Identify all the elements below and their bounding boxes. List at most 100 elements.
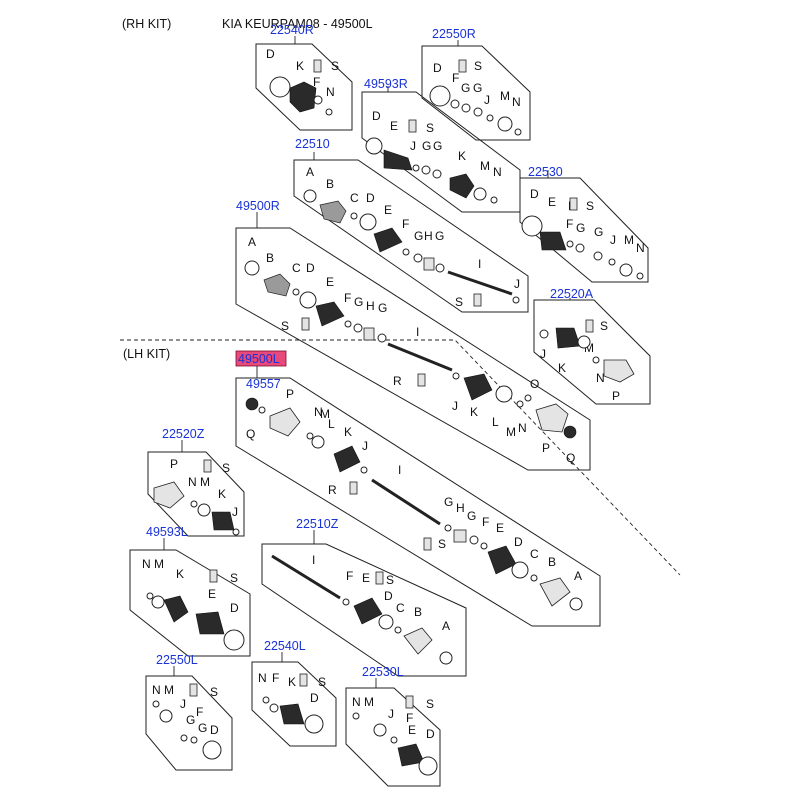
svg-text:S: S <box>230 571 238 585</box>
kit-49500l[interactable]: 49500L <box>235 350 287 378</box>
part-number[interactable]: 22510 <box>295 137 330 151</box>
part-number[interactable]: 22540R <box>270 23 314 37</box>
svg-text:B: B <box>548 555 556 569</box>
part-number[interactable]: 49593R <box>364 77 408 91</box>
panel-outline <box>421 45 531 141</box>
svg-text:H: H <box>424 229 433 243</box>
svg-text:D: D <box>230 601 239 615</box>
svg-text:J: J <box>362 439 368 453</box>
svg-text:E: E <box>208 587 216 601</box>
kit-22510[interactable]: 22510 A B C D E F G H G I J S <box>293 137 529 313</box>
panel-outline <box>145 675 233 771</box>
svg-text:S: S <box>386 573 394 587</box>
panel-outline <box>533 299 651 405</box>
svg-text:E: E <box>496 521 504 535</box>
svg-text:D: D <box>384 589 393 603</box>
svg-text:K: K <box>218 487 226 501</box>
part-number[interactable]: 22530L <box>362 665 404 679</box>
part-number[interactable]: 22540L <box>264 639 306 653</box>
part-number[interactable]: 22520A <box>550 287 594 301</box>
svg-text:B: B <box>326 177 334 191</box>
svg-text:C: C <box>350 191 359 205</box>
svg-text:M: M <box>200 475 210 489</box>
svg-text:I: I <box>398 463 401 477</box>
panel-outline <box>147 451 245 537</box>
svg-text:F: F <box>196 705 203 719</box>
svg-text:E: E <box>326 275 334 289</box>
kit-22530l[interactable]: 22530L N M S J F E D <box>345 665 441 787</box>
svg-text:G: G <box>354 295 363 309</box>
svg-text:G: G <box>198 721 207 735</box>
svg-text:N: N <box>188 475 197 489</box>
svg-text:K: K <box>558 361 566 375</box>
svg-text:S: S <box>281 319 289 333</box>
svg-text:E: E <box>390 119 398 133</box>
svg-text:S: S <box>600 319 608 333</box>
svg-text:D: D <box>306 261 315 275</box>
svg-text:G: G <box>433 139 442 153</box>
svg-text:N: N <box>512 95 521 109</box>
lh-kit-title: (LH KIT) <box>123 347 170 361</box>
panel-outline <box>255 43 353 131</box>
svg-text:I: I <box>478 257 481 271</box>
part-number[interactable]: 22550R <box>432 27 476 41</box>
kit-22520a[interactable]: 22520A J K M N P S <box>533 287 651 405</box>
svg-text:A: A <box>248 235 256 249</box>
svg-text:C: C <box>396 601 405 615</box>
svg-text:D: D <box>266 47 275 61</box>
part-number[interactable]: 49593L <box>146 525 188 539</box>
part-number[interactable]: 22550L <box>156 653 198 667</box>
kit-22550r[interactable]: 22550R D F G G J M N S <box>421 27 531 141</box>
part-number[interactable]: 22510Z <box>296 517 339 531</box>
panel-outline <box>235 377 601 627</box>
svg-text:J: J <box>388 707 394 721</box>
svg-text:N: N <box>326 85 335 99</box>
kit-22530[interactable]: 22530 D E F S F G G J M N <box>519 165 649 283</box>
svg-text:J: J <box>410 139 416 153</box>
svg-text:M: M <box>364 695 374 709</box>
kit-49593l[interactable]: 49593L N M K S E D <box>129 525 251 657</box>
part-number[interactable]: 49500R <box>236 199 280 213</box>
kit-22510z[interactable]: 22510Z I F E S D C B A <box>261 517 467 677</box>
kit-22550l[interactable]: 22550L N M S J F G G D <box>145 653 233 771</box>
svg-text:G: G <box>435 229 444 243</box>
svg-text:P: P <box>286 387 294 401</box>
svg-text:M: M <box>506 425 516 439</box>
highlight-box <box>235 350 287 367</box>
svg-text:F: F <box>482 515 489 529</box>
svg-text:G: G <box>467 509 476 523</box>
part-number[interactable]: 22520Z <box>162 427 205 441</box>
svg-text:F: F <box>402 217 409 231</box>
svg-text:D: D <box>530 187 539 201</box>
svg-text:E: E <box>362 571 370 585</box>
svg-text:N: N <box>518 421 527 435</box>
svg-text:O: O <box>530 377 539 391</box>
part-number[interactable]: 22530 <box>528 165 563 179</box>
part-number[interactable]: 49557 <box>246 377 281 391</box>
svg-text:S: S <box>210 685 218 699</box>
kit-22520z[interactable]: 22520Z P S N M K J <box>147 427 245 537</box>
svg-text:M: M <box>500 89 510 103</box>
kit-49557[interactable]: 49557 Q P N M L K J I R G H G F E D C B … <box>235 377 601 627</box>
svg-text:K: K <box>458 149 466 163</box>
svg-text:S: S <box>222 461 230 475</box>
kit-49593r[interactable]: 49593R D E F S J G G K M N <box>361 77 521 213</box>
svg-text:M: M <box>480 159 490 173</box>
svg-text:J: J <box>180 697 186 711</box>
svg-text:N: N <box>352 695 361 709</box>
svg-text:F: F <box>452 71 459 85</box>
kit-49500r[interactable]: 49500R A B C D E F G H G I S R J K L M N… <box>235 199 591 471</box>
kit-22540l[interactable]: 22540L N F K S D <box>251 639 337 747</box>
kit-22540r[interactable]: 22540R D K F N S <box>255 23 353 131</box>
part-number-highlighted[interactable]: 49500L <box>238 352 280 366</box>
svg-text:L: L <box>492 415 499 429</box>
svg-text:H: H <box>456 501 465 515</box>
svg-text:Q: Q <box>566 451 575 465</box>
svg-text:L: L <box>328 417 335 431</box>
svg-text:G: G <box>422 139 431 153</box>
svg-text:F: F <box>313 75 320 89</box>
svg-text:F: F <box>346 569 353 583</box>
svg-text:J: J <box>540 347 546 361</box>
